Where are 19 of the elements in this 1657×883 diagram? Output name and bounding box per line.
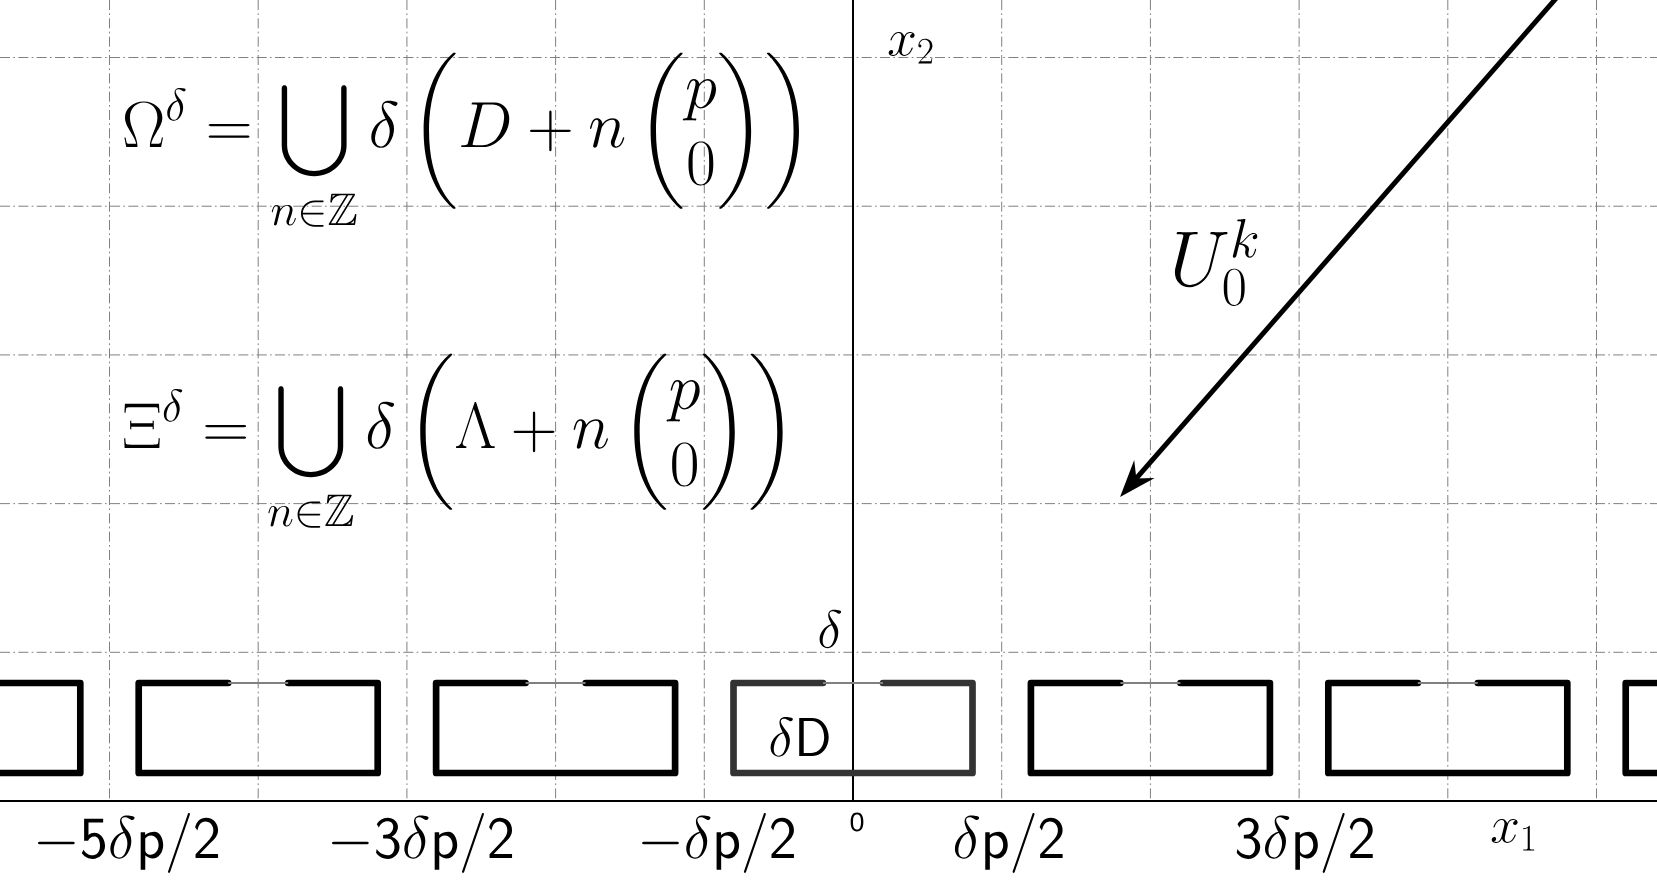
tick-label: $-\delta\mathsf{p}/\mathsf{2}$ xyxy=(642,813,794,873)
axis-label: $x_2$ xyxy=(888,31,933,64)
height-label: $\delta$ xyxy=(819,609,842,649)
tick-label: $\delta\mathsf{p}/\mathsf{2}$ xyxy=(954,813,1063,873)
tick-label: $-\mathsf{3}\delta\mathsf{p}/\mathsf{2}$ xyxy=(332,813,513,873)
resonator-box xyxy=(135,679,382,777)
tick-label: 0 xyxy=(850,812,864,832)
resonator-box xyxy=(1622,679,1657,777)
formula: $\Omega^{\delta} = \bigcup_{n\in\mathbb{Z}} \delta \left( D + n \begin{pmatrix} p \\ 0 \end{pmatrix} \right)$ xyxy=(124,52,799,227)
wave-label: $U_0^k$ xyxy=(1174,219,1258,306)
resonator-box xyxy=(1027,679,1274,777)
resonator-box: $\delta\mathsf{D}$ xyxy=(730,679,976,777)
tick-label: $\mathsf{3}\delta\mathsf{p}/\mathsf{2}$ xyxy=(1236,813,1373,873)
tick-label: $-\mathsf{5}\delta\mathsf{p}/\mathsf{2}$ xyxy=(38,813,219,873)
formula: $\Xi^{\delta} = \bigcup_{n\in\mathbb{Z}} \delta \left( \Lambda + n \begin{pmatrix} p \\ 0 \end{pmatrix} \right)$ xyxy=(124,353,783,528)
resonator-box xyxy=(0,679,84,777)
resonator-box xyxy=(432,679,679,777)
axis-label: $x_1$ xyxy=(1491,818,1535,851)
resonator-box xyxy=(1324,679,1571,777)
